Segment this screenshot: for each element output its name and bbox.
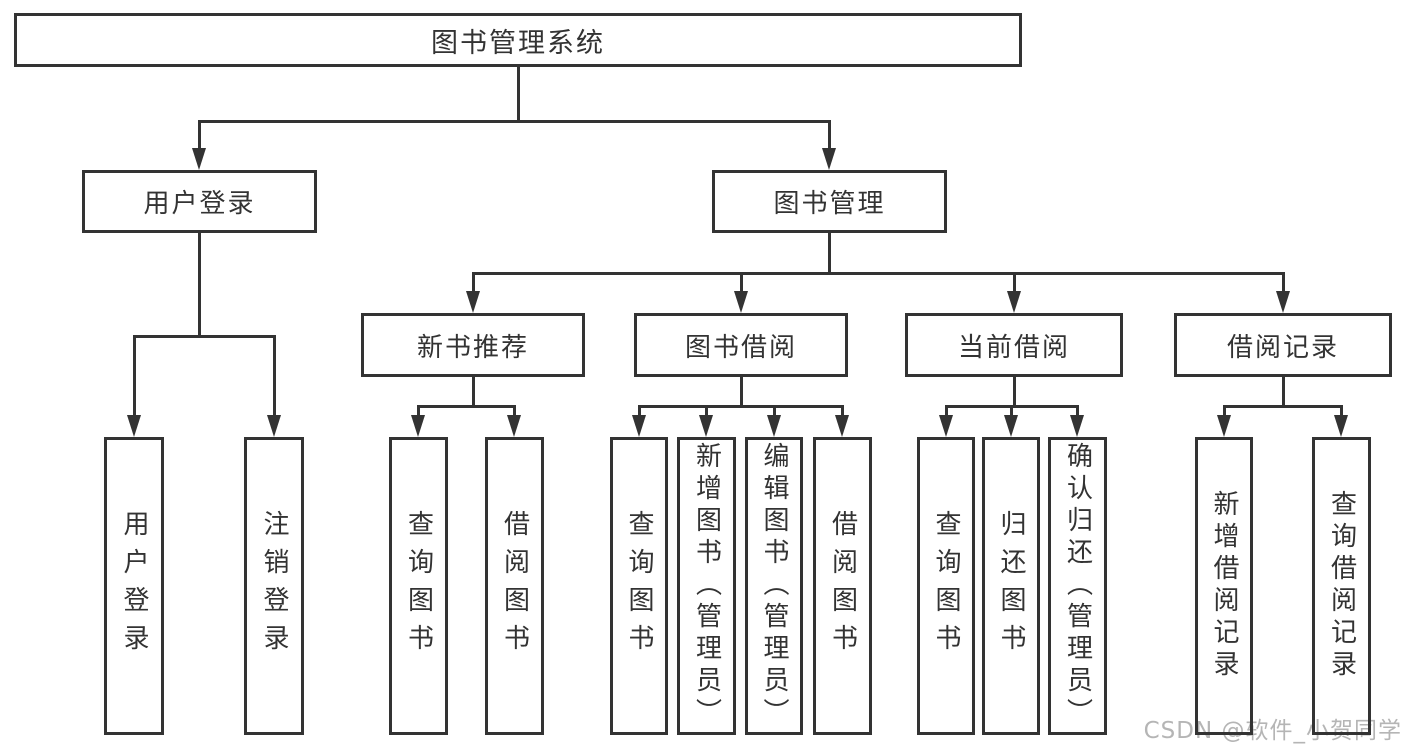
connector-stub [1013,377,1016,405]
node-leaf-query-book-1-label: 查询图书 [403,510,434,662]
node-book-borrowing-label: 图书借阅 [684,332,797,363]
arrow-down-icon [1217,415,1231,437]
node-current-borrowing: 当前借阅 [905,313,1123,377]
arrow-down-icon [632,415,646,437]
node-user-login-branch: 用户登录 [82,170,317,233]
node-new-book-recommendation-label: 新书推荐 [416,332,529,363]
node-borrowing-records-label: 借阅记录 [1226,332,1339,363]
node-leaf-query-book-3: 查询图书 [917,437,975,735]
node-leaf-query-borrow-record: 查询借阅记录 [1312,437,1371,735]
arrow-down-icon [192,148,206,170]
connector-stub [828,233,831,272]
node-leaf-query-borrow-record-label: 查询借阅记录 [1326,490,1357,682]
node-leaf-edit-book-admin: 编辑图书（管理员） [745,437,803,735]
connector-stub [472,377,475,405]
node-leaf-edit-book-admin-label: 编辑图书（管理员） [759,442,789,730]
node-leaf-add-borrow-record: 新增借阅记录 [1195,437,1253,735]
node-borrowing-records: 借阅记录 [1174,313,1392,377]
connector-stub [1282,377,1285,405]
arrow-down-icon [699,415,713,437]
node-book-borrowing: 图书借阅 [634,313,848,377]
node-leaf-borrow-book-1-label: 借阅图书 [499,510,530,662]
connector-drop-line [773,405,776,417]
node-current-borrowing-label: 当前借阅 [957,332,1070,363]
node-root: 图书管理系统 [14,13,1022,67]
arrow-down-icon [466,291,480,313]
connector-drop-line [1010,405,1013,417]
node-leaf-confirm-return-admin: 确认归还（管理员） [1048,437,1107,735]
connector-drop-line [638,405,641,417]
node-book-management-branch-label: 图书管理 [773,189,886,219]
node-leaf-borrow-book-2-label: 借阅图书 [827,510,858,662]
connector-rail [1223,405,1343,408]
arrow-down-icon [507,415,521,437]
arrow-down-icon [1334,415,1348,437]
connector-drop-line [1013,272,1016,293]
arrow-down-icon [822,148,836,170]
node-leaf-user-login-label: 用户登录 [119,510,149,662]
node-leaf-query-book-3-label: 查询图书 [931,510,961,662]
node-leaf-confirm-return-admin-label: 确认归还（管理员） [1062,442,1093,730]
connector-drop-line [1282,272,1285,293]
connector-rail [472,272,1285,275]
connector-rail [133,335,276,338]
watermark-text: CSDN @软件_小贺同学 [1143,718,1402,744]
arrow-down-icon [1004,415,1018,437]
connector-stub [517,67,520,120]
node-root-label: 图书管理系统 [431,27,605,59]
connector-drop-line [133,335,136,417]
node-leaf-add-book-admin: 新增图书（管理员） [677,437,736,735]
connector-drop-line [417,405,420,417]
arrow-down-icon [835,415,849,437]
connector-stub [740,377,743,405]
node-leaf-borrow-book-1: 借阅图书 [485,437,544,735]
node-leaf-logout: 注销登录 [244,437,304,735]
connector-drop-line [740,272,743,293]
connector-drop-line [841,405,844,417]
connector-rail [638,405,844,408]
connector-rail [417,405,516,408]
connector-drop-line [828,120,831,150]
node-leaf-user-login: 用户登录 [104,437,164,735]
connector-stub [198,233,201,335]
arrow-down-icon [267,415,281,437]
node-leaf-query-book-2: 查询图书 [610,437,668,735]
arrow-down-icon [767,415,781,437]
connector-drop-line [945,405,948,417]
node-user-login-branch-label: 用户登录 [143,189,256,219]
connector-drop-line [1076,405,1079,417]
connector-drop-line [472,272,475,293]
arrow-down-icon [411,415,425,437]
arrow-down-icon [1276,291,1290,313]
connector-rail [198,120,831,123]
node-leaf-query-book-1: 查询图书 [389,437,448,735]
connector-drop-line [513,405,516,417]
node-book-management-branch: 图书管理 [712,170,947,233]
connector-drop-line [1223,405,1226,417]
node-leaf-query-book-2-label: 查询图书 [624,510,654,662]
connector-drop-line [1340,405,1343,417]
arrow-down-icon [734,291,748,313]
node-leaf-return-book: 归还图书 [982,437,1040,735]
arrow-down-icon [1070,415,1084,437]
node-leaf-borrow-book-2: 借阅图书 [813,437,872,735]
node-new-book-recommendation: 新书推荐 [361,313,585,377]
connector-drop-line [198,120,201,150]
arrow-down-icon [939,415,953,437]
node-leaf-add-borrow-record-label: 新增借阅记录 [1209,490,1239,682]
node-leaf-return-book-label: 归还图书 [996,510,1026,662]
node-leaf-logout-label: 注销登录 [259,510,289,662]
connector-drop-line [705,405,708,417]
arrow-down-icon [127,415,141,437]
arrow-down-icon [1007,291,1021,313]
connector-drop-line [273,335,276,417]
node-leaf-add-book-admin-label: 新增图书（管理员） [691,442,722,730]
